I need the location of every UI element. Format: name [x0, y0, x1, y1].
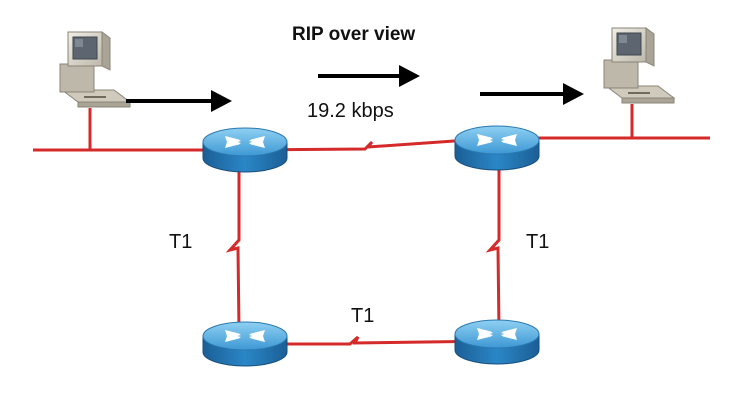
desktop-computer-icon — [59, 31, 131, 108]
right-link-label: T1 — [526, 231, 550, 253]
link-left-vertical — [225, 160, 241, 331]
arrow-right-icon — [318, 65, 420, 87]
router-icon — [202, 127, 288, 173]
link-wan-top — [244, 136, 498, 152]
desktop-computer-icon — [603, 27, 675, 104]
bottom-link-label: T1 — [351, 305, 375, 327]
diagram-title: RIP over view — [292, 24, 416, 45]
router-icon — [454, 319, 540, 365]
arrow-right-icon — [480, 83, 584, 105]
link-bottom-horizontal — [245, 335, 498, 346]
arrow-right-icon — [126, 90, 232, 112]
link-right-vertical — [485, 150, 501, 331]
router-icon — [454, 125, 540, 171]
router-icon — [202, 321, 288, 367]
left-link-label: T1 — [169, 231, 193, 253]
wan-link-speed-label: 19.2 kbps — [307, 100, 394, 122]
